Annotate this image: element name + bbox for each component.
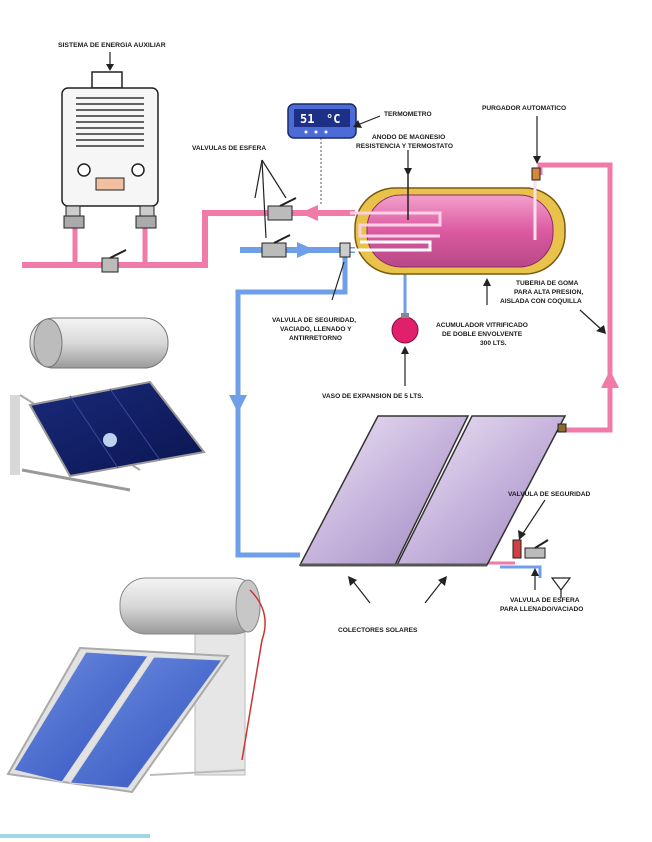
cold-flow-arrow-icon (297, 242, 315, 258)
bottom-edge-strip (0, 834, 150, 838)
label-hose-3: AISLADA CON COQUILLA (500, 298, 582, 305)
label-auto-purger: PURGADOR AUTOMATICO (482, 105, 566, 112)
label-hose-1: TUBERIA DE GOMA (516, 280, 579, 287)
label-expansion-vessel: VASO DE EXPANSION DE 5 LTS. (322, 393, 424, 400)
label-solar-collectors: COLECTORES SOLARES (338, 627, 418, 634)
label-thermometer: TERMOMETRO (384, 111, 432, 118)
thermosiphon-photo-1 (10, 317, 206, 492)
cold-down-arrow-icon (229, 395, 247, 413)
label-auxiliary-system: SISTEMA DE ENERGIA AUXILIAR (58, 42, 166, 49)
ball-valve-hot-icon (267, 197, 297, 221)
label-safety-fill-2: VACIADO, LLENADO Y (280, 326, 352, 333)
tank-safety-valve-icon (339, 242, 351, 258)
label-accumulator-3: 300 LTS. (480, 340, 507, 347)
hot-up-arrow-icon (601, 370, 619, 388)
label-anode-1: ANODO DE MAGNESIO (372, 134, 445, 141)
label-ball-valve-fill-2: PARA LLENADO/VACIADO (500, 606, 583, 613)
auto-purger-icon (531, 167, 541, 181)
thermometer-value: 51 (300, 112, 314, 126)
expansion-vessel (391, 313, 419, 344)
thermometer-unit: °C (326, 112, 340, 126)
ball-valve-cold-icon (261, 234, 291, 258)
label-safety-fill-1: VALVULA DE SEGURIDAD, (272, 317, 356, 324)
solar-collectors (298, 415, 567, 567)
auxiliary-boiler (61, 71, 159, 229)
label-safety-fill-3: ANTIRRETORNO (289, 335, 342, 342)
boiler-knob-left-icon (77, 163, 91, 177)
collector-safety-valve-icon (512, 539, 549, 559)
hot-flow-arrow-icon (300, 205, 318, 221)
label-hose-2: PARA ALTA PRESION, (514, 289, 583, 296)
thermometer: 51 °C (287, 103, 357, 205)
boiler-valve-icon (101, 249, 127, 273)
boiler-knob-right-icon (131, 163, 145, 177)
pointer-arrows (106, 52, 606, 604)
label-anode-2: RESISTENCIA Y TERMOSTATO (356, 143, 453, 150)
diagram-labels: SISTEMA DE ENERGIA AUXILIAR TERMOMETRO P… (58, 42, 591, 634)
flow-arrows (229, 205, 619, 413)
label-safety-valve: VALVULA DE SEGURIDAD (508, 491, 591, 498)
thermosiphon-photo-2 (6, 577, 266, 794)
boiler-grille (76, 97, 144, 147)
label-accumulator-1: ACUMULADOR VITRIFICADO (436, 322, 528, 329)
label-ball-valves: VALVULAS DE ESFERA (192, 145, 266, 152)
accumulator-tank (350, 167, 566, 275)
label-ball-valve-fill-1: VALVULA DE ESFERA (510, 597, 580, 604)
label-accumulator-2: DE DOBLE ENVOLVENTE (442, 331, 523, 338)
drain-funnel-icon (550, 577, 572, 598)
